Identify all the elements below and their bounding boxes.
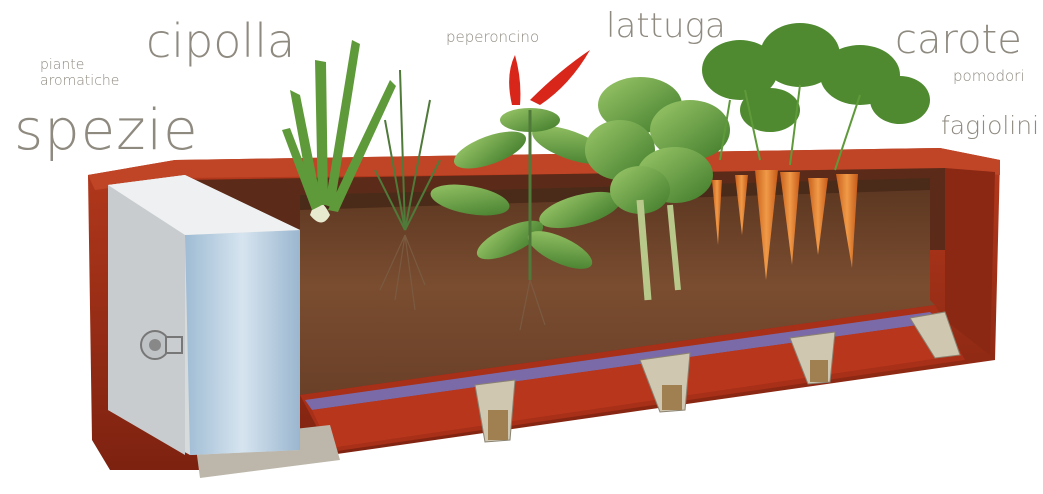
label-aromatiche: aromatiche xyxy=(40,74,119,88)
label-piante: piante xyxy=(40,58,84,72)
label-carote: carote xyxy=(895,20,1022,60)
label-pomodori: pomodori xyxy=(953,69,1025,84)
label-peperoncino: peperoncino xyxy=(446,30,539,45)
water-tank xyxy=(108,175,300,455)
label-lattuga: lattuga xyxy=(606,9,726,43)
label-spezie: spezie xyxy=(14,103,199,159)
label-fagiolini: fagiolini xyxy=(941,113,1039,138)
label-cipolla: cipolla xyxy=(146,18,295,64)
